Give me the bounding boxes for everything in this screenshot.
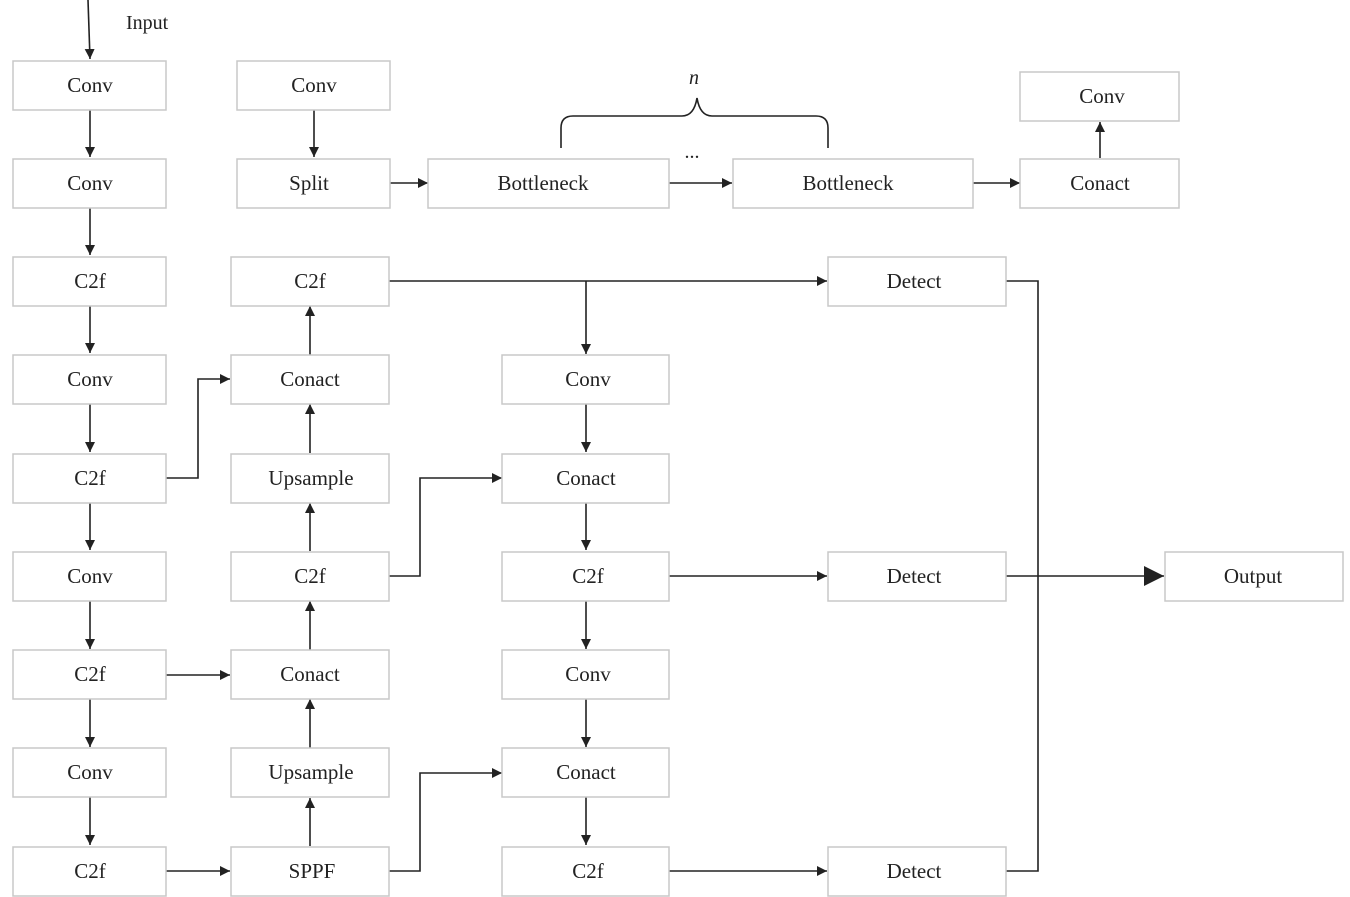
neck-concat-2: Conact xyxy=(230,649,390,700)
edge-c2f2-to-concat1 xyxy=(166,374,230,479)
block-label: Conv xyxy=(67,760,113,784)
block-label: C2f xyxy=(74,662,106,686)
neck-upsample-1: Upsample xyxy=(230,453,390,504)
block-label: Detect xyxy=(887,564,942,588)
pan-concat-1: Conact xyxy=(501,453,670,504)
backbone-c2f-2: C2f xyxy=(12,453,167,504)
block-label: Detect xyxy=(887,859,942,883)
block-label: Output xyxy=(1224,564,1283,588)
c2f-detail-bottleneck-1: Bottleneck xyxy=(427,158,670,209)
backbone-c2f-3: C2f xyxy=(12,649,167,700)
detect-head-2: Detect xyxy=(827,551,1007,602)
c2f-detail-conv-in: Conv xyxy=(236,60,391,111)
ellipsis-label: ... xyxy=(685,141,700,163)
backbone-conv-3: Conv xyxy=(12,354,167,405)
neck-upsample-2: Upsample xyxy=(230,747,390,798)
block-label: Conv xyxy=(565,367,611,391)
block-label: Upsample xyxy=(268,466,353,490)
block-label: Conact xyxy=(556,760,616,784)
block-label: Conact xyxy=(280,367,340,391)
c2f-detail-conv-out: Conv xyxy=(1019,71,1180,122)
neck-concat-1: Conact xyxy=(230,354,390,405)
c2f-detail-bottleneck-2: Bottleneck xyxy=(732,158,974,209)
backbone-conv-5: Conv xyxy=(12,747,167,798)
pan-c2f-2: C2f xyxy=(501,846,670,897)
blocks: Conv Conv C2f Conv C2f Conv C2f Conv C2f… xyxy=(12,60,1344,897)
detect-head-1: Detect xyxy=(827,256,1007,307)
output-block: Output xyxy=(1164,551,1344,602)
pan-conv-2: Conv xyxy=(501,649,670,700)
block-label: Conv xyxy=(565,662,611,686)
block-label: Conv xyxy=(67,73,113,97)
block-label: Conv xyxy=(67,367,113,391)
repeat-count-label: n xyxy=(689,67,699,89)
block-label: Upsample xyxy=(268,760,353,784)
c2f-detail-concat: Conact xyxy=(1019,158,1180,209)
backbone-c2f-4: C2f xyxy=(12,846,167,897)
block-label: Bottleneck xyxy=(803,171,894,195)
block-label: C2f xyxy=(572,859,604,883)
neck-c2f-mid: C2f xyxy=(230,551,390,602)
block-label: Conact xyxy=(1070,171,1130,195)
block-label: C2f xyxy=(294,564,326,588)
c2f-detail-split: Split xyxy=(236,158,391,209)
detect-head-3: Detect xyxy=(827,846,1007,897)
backbone-c2f-1: C2f xyxy=(12,256,167,307)
block-label: Conv xyxy=(1079,84,1125,108)
block-label: C2f xyxy=(74,269,106,293)
pan-c2f-1: C2f xyxy=(501,551,670,602)
block-label: Conv xyxy=(291,73,337,97)
repeat-brace xyxy=(560,97,829,148)
block-label: Conv xyxy=(67,564,113,588)
input-label: Input xyxy=(126,12,169,34)
backbone-conv-1: Conv xyxy=(12,60,167,111)
neck-c2f-top: C2f xyxy=(230,256,390,307)
block-label: C2f xyxy=(572,564,604,588)
connectors xyxy=(84,0,1164,876)
pan-conv-1: Conv xyxy=(501,354,670,405)
block-label: Split xyxy=(289,171,329,195)
block-label: C2f xyxy=(74,859,106,883)
block-label: Conact xyxy=(280,662,340,686)
block-label: C2f xyxy=(74,466,106,490)
neck-sppf: SPPF xyxy=(230,846,390,897)
block-label: Detect xyxy=(887,269,942,293)
block-label: SPPF xyxy=(289,859,336,883)
block-label: C2f xyxy=(294,269,326,293)
edge-sppf-to-pan-concat2 xyxy=(389,768,502,872)
backbone-conv-2: Conv xyxy=(12,158,167,209)
block-label: Conact xyxy=(556,466,616,490)
block-label: Conv xyxy=(67,171,113,195)
block-label: Bottleneck xyxy=(498,171,589,195)
pan-concat-2: Conact xyxy=(501,747,670,798)
edge-c2fmid-to-pan-concat1 xyxy=(389,473,502,577)
backbone-conv-4: Conv xyxy=(12,551,167,602)
input-arrow xyxy=(84,0,95,60)
